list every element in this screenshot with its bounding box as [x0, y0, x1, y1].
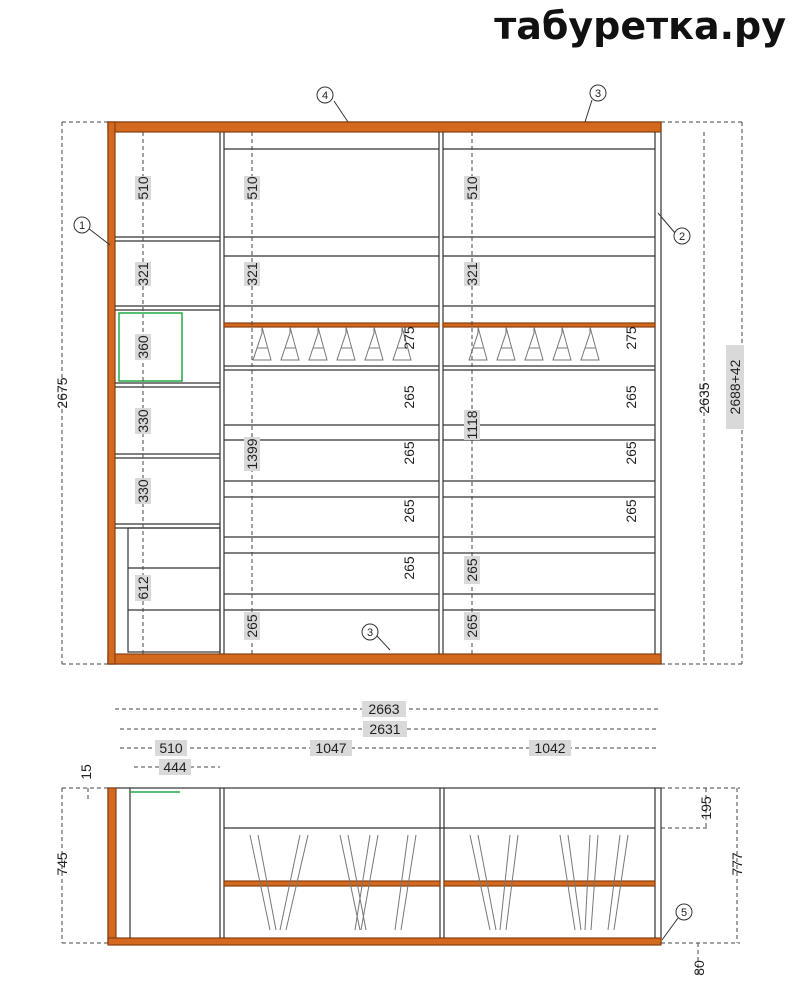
hanger-icon	[524, 326, 544, 361]
left-dim-330-a: 330	[135, 409, 151, 433]
front-view	[107, 121, 662, 665]
svg-text:5: 5	[681, 907, 687, 919]
mid-dim-275: 275	[401, 326, 417, 350]
hanger-icon	[607, 834, 629, 931]
hanger-icon	[584, 834, 599, 931]
svg-text:2: 2	[679, 231, 685, 243]
right-dim-265-3: 265	[623, 499, 639, 523]
svg-text:4: 4	[322, 90, 328, 102]
right-dim-275: 275	[623, 326, 639, 350]
svg-text:3: 3	[367, 627, 373, 639]
depth-745: 745	[54, 852, 70, 876]
hanger-icon	[336, 326, 356, 361]
callout-3-bottom: 3	[361, 623, 391, 651]
hanger-icon	[559, 834, 582, 931]
right-dim-265-left-a: 265	[464, 558, 480, 582]
hanger-icon	[496, 326, 516, 361]
hanger-icon	[552, 326, 572, 361]
hanger-icon	[354, 834, 379, 931]
left-dim-510: 510	[135, 176, 151, 200]
overall-height-label: 2675	[54, 377, 70, 408]
right-dim-265-2: 265	[623, 441, 639, 465]
right-dim-1118: 1118	[464, 410, 480, 439]
hanger-icon	[249, 834, 277, 931]
right-dim-265-left-b: 265	[464, 614, 480, 638]
depth-15: 15	[78, 764, 94, 780]
left-dim-321: 321	[135, 262, 151, 286]
right-dim-321: 321	[464, 262, 480, 286]
top-labels: 2663 2631 510 1047 1042 444 15 745 195 7…	[54, 701, 745, 976]
callout-2: 2	[657, 212, 691, 245]
callouts: 4 3 1 2 3 5	[73, 84, 693, 941]
hanger-icon	[469, 834, 497, 931]
depth-777: 777	[729, 852, 745, 876]
width-1047: 1047	[315, 740, 346, 756]
hanger-icon	[392, 326, 412, 361]
svg-text:2675: 2675	[54, 377, 70, 408]
mid-dim-265-4: 265	[401, 556, 417, 580]
mid-dim-265-bottom: 265	[244, 614, 260, 638]
left-dim-330-b: 330	[135, 479, 151, 503]
depth-195: 195	[698, 796, 714, 820]
width-2663: 2663	[368, 701, 399, 717]
hanger-icon	[339, 834, 367, 931]
mid-dim-265-2: 265	[401, 441, 417, 465]
mid-dim-321: 321	[244, 262, 260, 286]
hanger-icon	[394, 834, 417, 931]
mid-dim-510: 510	[244, 176, 260, 200]
right-dim-265-1: 265	[623, 385, 639, 409]
height-2635-label: 2635	[696, 382, 712, 413]
width-510: 510	[159, 740, 183, 756]
hanger-icon	[308, 326, 328, 361]
width-444: 444	[163, 759, 187, 775]
mid-dim-265-3: 265	[401, 499, 417, 523]
left-dim-360: 360	[135, 335, 151, 359]
svg-text:3: 3	[595, 88, 601, 100]
width-2631: 2631	[369, 721, 400, 737]
height-2688-label: 2688+42	[727, 359, 743, 414]
hanger-icon	[499, 834, 519, 931]
top-view	[107, 787, 662, 946]
callout-4: 4	[316, 86, 349, 123]
depth-80: 80	[691, 960, 707, 976]
width-1042: 1042	[534, 740, 565, 756]
hangers-top	[249, 834, 629, 931]
hanger-icon	[280, 326, 300, 361]
hanger-icon	[364, 326, 384, 361]
hanger-icon	[468, 326, 488, 361]
front-labels: 2675 2635 2688+42 510 321 360 330 330 61…	[54, 176, 744, 640]
right-dim-510: 510	[464, 176, 480, 200]
hanger-icon	[580, 326, 600, 361]
hanger-icon	[252, 326, 272, 361]
left-dim-612: 612	[135, 576, 151, 600]
hangers-front	[252, 326, 600, 361]
svg-text:1: 1	[79, 220, 85, 232]
callout-1: 1	[73, 216, 111, 246]
callout-3-top: 3	[584, 84, 607, 123]
hanger-icon	[279, 834, 309, 931]
callout-5: 5	[661, 903, 693, 941]
mid-dim-265-1: 265	[401, 385, 417, 409]
mid-dim-1399: 1399	[244, 438, 260, 469]
brand-logo: табуретка.ру	[494, 4, 786, 48]
